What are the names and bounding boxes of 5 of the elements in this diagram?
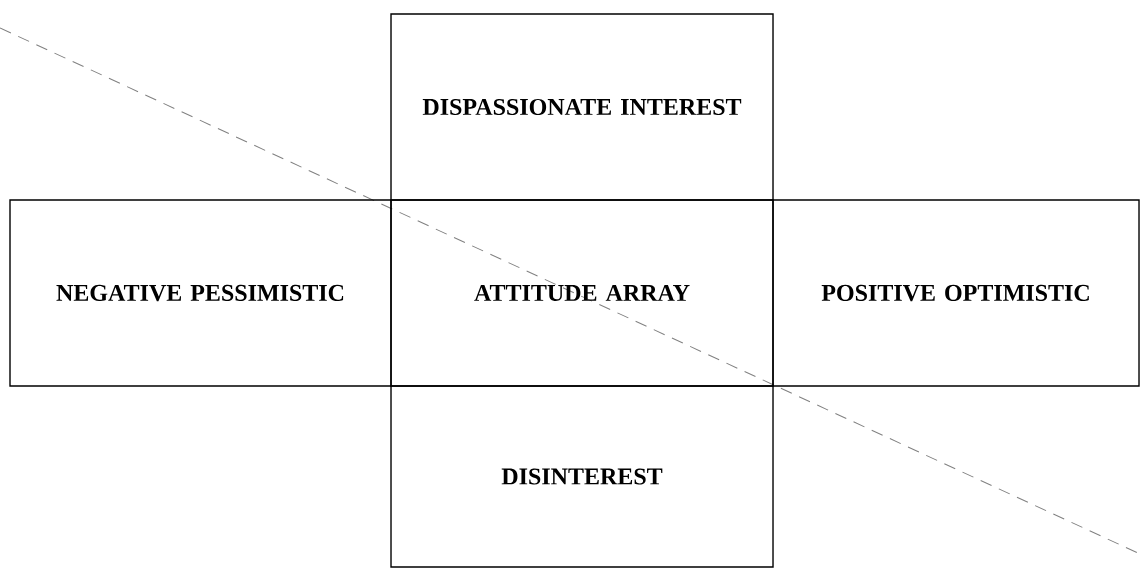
- quadrant-box: ATTITUDE ARRAY: [390, 199, 774, 387]
- quadrant-box: NEGATIVE PESSIMISTIC: [9, 199, 392, 387]
- quadrant-box: DISPASSIONATE INTEREST: [390, 13, 774, 201]
- quadrant-box: POSITIVE OPTIMISTIC: [772, 199, 1140, 387]
- quadrant-box: DISINTEREST: [390, 385, 774, 568]
